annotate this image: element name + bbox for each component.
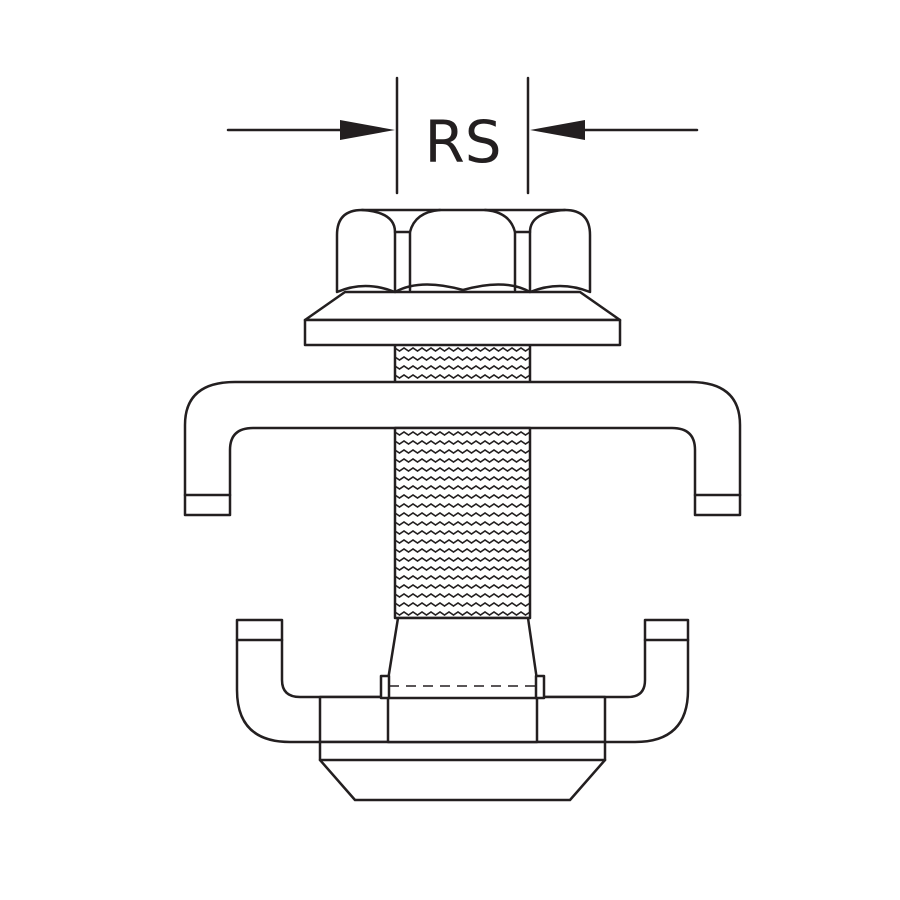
thread-line [394,431,531,436]
thread-line [394,602,531,607]
thread-line [394,575,531,580]
t-nut [318,616,607,802]
thread-line [394,557,531,562]
thread-line [394,458,531,463]
dimension-label: RS [424,108,501,176]
thread-line [394,476,531,481]
thread-line [394,347,531,352]
thread-line [394,485,531,490]
lower-thread [393,426,532,620]
arrowhead-right-icon [340,120,395,140]
thread-line [394,548,531,553]
thread-line [394,374,531,379]
thread-line [394,503,531,508]
thread-line [394,530,531,535]
thread-line [394,521,531,526]
thread-line [394,593,531,598]
thread-line [394,467,531,472]
flange-nut [303,208,622,347]
thread-line [394,566,531,571]
thread-line [394,365,531,370]
rs-dimension: RS [226,76,699,195]
thread-line [394,539,531,544]
thread-line [394,494,531,499]
thread-line [394,440,531,445]
thread-line [394,611,531,616]
thread-line [394,584,531,589]
thread-line [394,449,531,454]
arrowhead-left-icon [530,120,585,140]
thread-line [394,512,531,517]
thread-line [394,356,531,361]
upper-thread [393,338,532,387]
upper-clamp [183,380,742,517]
